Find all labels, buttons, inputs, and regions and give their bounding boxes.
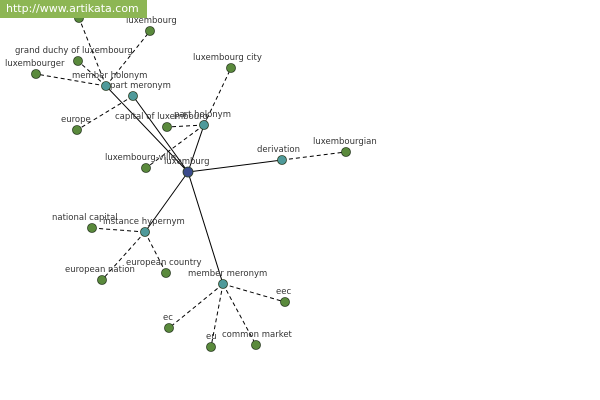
graph-nodes bbox=[31, 13, 351, 352]
leaf-edge bbox=[281, 151, 347, 161]
node-label: capital of luxembourg bbox=[115, 112, 208, 122]
leaf-node[interactable] bbox=[31, 69, 41, 79]
leaf-edge bbox=[222, 283, 286, 303]
relation-edge bbox=[105, 85, 189, 173]
node-label: national capital bbox=[52, 213, 118, 223]
node-label: luxembourg-ville bbox=[105, 153, 176, 163]
relation-edge bbox=[132, 95, 189, 173]
leaf-node[interactable] bbox=[341, 147, 351, 157]
graph-edges bbox=[35, 17, 347, 348]
relation-node[interactable] bbox=[277, 155, 287, 165]
leaf-node[interactable] bbox=[162, 122, 172, 132]
relation-edge bbox=[187, 124, 205, 173]
node-label: instance hypernym bbox=[103, 217, 185, 227]
leaf-edge bbox=[77, 60, 107, 87]
leaf-edge bbox=[210, 283, 224, 348]
leaf-node[interactable] bbox=[164, 323, 174, 333]
leaf-edge bbox=[222, 283, 257, 346]
leaf-edge bbox=[145, 124, 205, 169]
leaf-node[interactable] bbox=[206, 342, 216, 352]
leaf-edge bbox=[166, 124, 205, 128]
node-label: member holonym bbox=[72, 71, 147, 81]
leaf-node[interactable] bbox=[280, 297, 290, 307]
leaf-node[interactable] bbox=[251, 340, 261, 350]
node-label: common market bbox=[222, 330, 293, 340]
leaf-node[interactable] bbox=[73, 56, 83, 66]
node-label: part holonym bbox=[174, 110, 231, 120]
leaf-node[interactable] bbox=[87, 223, 97, 233]
leaf-edge bbox=[105, 30, 151, 87]
leaf-node[interactable] bbox=[141, 163, 151, 173]
node-label: derivation bbox=[257, 145, 300, 155]
leaf-node[interactable] bbox=[145, 26, 155, 36]
relation-edge bbox=[187, 171, 224, 285]
node-label: luxembourg bbox=[126, 16, 177, 26]
node-label: europe bbox=[61, 115, 91, 125]
relation-edge bbox=[144, 171, 189, 233]
node-label: ec bbox=[163, 313, 173, 323]
relation-node[interactable] bbox=[128, 91, 138, 101]
leaf-node[interactable] bbox=[97, 275, 107, 285]
node-label: eec bbox=[276, 287, 291, 297]
leaf-edge bbox=[203, 67, 232, 126]
leaf-edge bbox=[78, 17, 107, 87]
node-label: grand duchy of luxembourg bbox=[15, 46, 133, 56]
node-label: luxembourger bbox=[5, 59, 65, 69]
node-label: member meronym bbox=[188, 269, 267, 279]
root-node[interactable] bbox=[182, 166, 194, 178]
relation-edge bbox=[187, 159, 283, 173]
leaf-edge bbox=[76, 95, 134, 131]
node-label: european country bbox=[126, 258, 202, 268]
relation-node[interactable] bbox=[218, 279, 228, 289]
node-label: part meronym bbox=[110, 81, 171, 91]
leaf-node[interactable] bbox=[72, 125, 82, 135]
leaf-node[interactable] bbox=[226, 63, 236, 73]
node-label: european nation bbox=[65, 265, 135, 275]
node-label: luxembourgian bbox=[313, 137, 377, 147]
watermark-link[interactable]: http://www.artikata.com bbox=[0, 0, 147, 18]
leaf-node[interactable] bbox=[161, 268, 171, 278]
relation-node[interactable] bbox=[199, 120, 209, 130]
node-label: luxemburg bbox=[164, 157, 210, 167]
node-label: luxembourg city bbox=[193, 53, 262, 63]
leaf-edge bbox=[101, 231, 146, 281]
relation-node[interactable] bbox=[140, 227, 150, 237]
leaf-edge bbox=[35, 73, 107, 87]
leaf-edge bbox=[144, 231, 167, 274]
relation-node[interactable] bbox=[101, 81, 111, 91]
leaf-edge bbox=[168, 283, 224, 329]
node-label: eu bbox=[206, 332, 217, 342]
leaf-edge bbox=[91, 227, 146, 233]
